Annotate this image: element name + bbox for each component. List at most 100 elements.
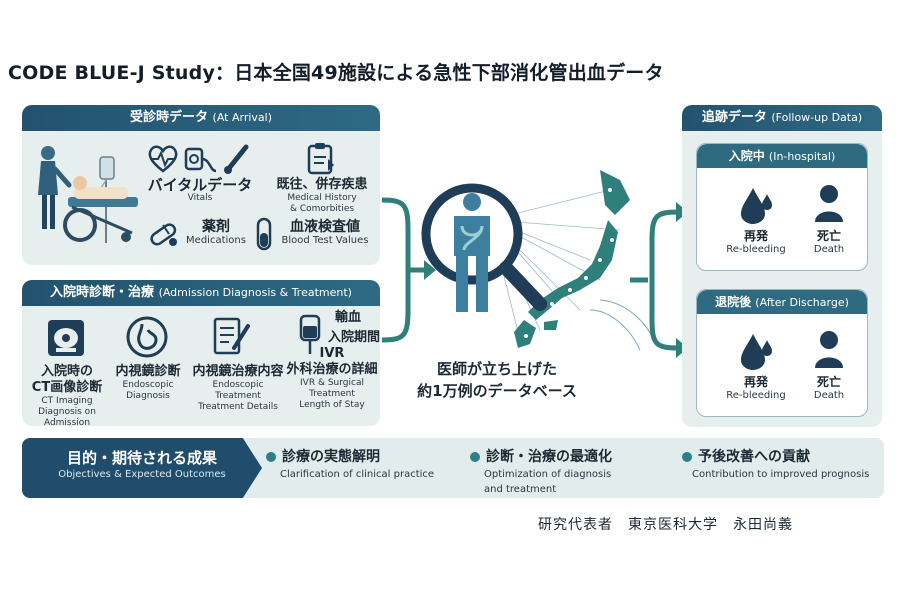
outcome-item: 診断・治療の最適化 Optimization of diagnosis and … [470, 446, 612, 495]
endotx-label: 内視鏡治療内容 Endoscopic Treatment Treatment D… [182, 364, 294, 413]
discharge-rebleed-en: Re-bleeding [726, 390, 786, 401]
stomach-icon [126, 316, 168, 358]
bullet-icon [470, 451, 480, 462]
endotx-en3: Treatment Details [198, 402, 278, 412]
endo-en1: Endoscopic [122, 380, 174, 390]
principal-investigator: 研究代表者 東京医科大学 永田尚義 [538, 517, 793, 533]
admission-head-en: (Admission Diagnosis & Treatment) [158, 286, 352, 299]
blood-drop-icon [741, 188, 772, 224]
ct-en2: Diagnosis on Admission [38, 407, 96, 428]
history-en1: Medical History [287, 193, 357, 203]
inhospital-en: (In-hospital) [768, 150, 836, 163]
endotx-en1: Endoscopic [212, 380, 264, 390]
outcome-en: Clarification of clinical practice [280, 469, 435, 480]
ct-en1: CT Imaging [41, 396, 93, 406]
followup-panel-header: 追跡データ (Follow-up Data) [682, 105, 882, 131]
database-caption: 医師が立ち上げた 約1万例のデータベース [392, 358, 602, 402]
inhospital-death-ja: 死亡 [816, 229, 841, 243]
discharge-rebleed-ja: 再発 [743, 375, 768, 389]
endo-label: 内視鏡診断 Endoscopic Diagnosis [110, 364, 186, 402]
admission-head-ja: 入院時診断・治療 [50, 285, 155, 300]
page-title: CODE BLUE-J Study：日本全国49施設による急性下部消化管出血デー… [8, 62, 664, 84]
discharge-death-en: Death [813, 390, 845, 401]
clipboard-icon [307, 143, 334, 175]
ct-ja2: CT画像診断 [31, 380, 103, 395]
outcome-item: 予後改善への貢献 Contribution to improved progno… [682, 446, 869, 480]
transfusion-ja: 輸血 [334, 310, 361, 325]
discharge-death: 死亡 Death [797, 374, 861, 401]
inhospital-death: 死亡 Death [797, 228, 861, 255]
ivr-en2: Treatment [309, 389, 355, 399]
iv-bag-icon [299, 314, 321, 354]
meds-label: 薬剤 Medications [178, 219, 254, 246]
ct-label: 入院時の CT画像診断 CT Imaging Diagnosis on Admi… [22, 364, 112, 429]
ivr-label: 入院期間 IVR 外科治療の詳細 IVR & Surgical Treatmen… [284, 330, 380, 411]
transfusion-label: 輸血 [322, 310, 374, 326]
admission-panel-header: 入院時診断・治療 (Admission Diagnosis & Treatmen… [22, 280, 380, 306]
blood-en: Blood Test Values [281, 235, 369, 246]
arrival-panel-header: 受診時データ (At Arrival) [22, 105, 380, 131]
endo-en2: Diagnosis [126, 391, 170, 401]
vitals-en: Vitals [187, 193, 213, 203]
history-label: 既往、併存疾患 Medical History & Comorbities [266, 177, 378, 215]
followup-panel: 追跡データ (Follow-up Data) 入院中 (In-hospital)… [682, 105, 882, 427]
pill-icon [150, 223, 177, 246]
endotx-ja: 内視鏡治療内容 [192, 364, 284, 379]
objectives-head-ja: 目的・期待される成果 [66, 449, 217, 467]
blood-ja: 血液検査値 [290, 219, 360, 235]
outcome-en: Optimization of diagnosis [484, 469, 612, 480]
outcome-en2: and treatment [484, 484, 557, 495]
patient-wheelchair-icon [38, 146, 138, 243]
inhospital-rebleed-en: Re-bleeding [726, 244, 786, 255]
ivr-en3: Length of Stay [299, 400, 365, 410]
blood-drop-icon [741, 334, 772, 370]
meds-ja: 薬剤 [202, 219, 230, 235]
history-en2: & Comorbities [289, 204, 355, 214]
ivr-ja1: IVR [319, 346, 345, 361]
ct-ja1: 入院時の [40, 364, 93, 379]
stay-ja: 入院期間 [327, 330, 380, 345]
history-ja: 既往、併存疾患 [276, 177, 368, 192]
bullet-icon [682, 451, 692, 462]
flow-arrows-left [381, 197, 436, 343]
objectives-label: 目的・期待される成果 Objectives & Expected Outcome… [22, 438, 262, 498]
inhospital-rebleed-ja: 再発 [743, 229, 768, 243]
followup-head-en: (Follow-up Data) [771, 111, 863, 124]
ivr-ja2: 外科治療の詳細 [286, 362, 378, 377]
inhospital-box: 入院中 (In-hospital) 再発 Re-bleeding 死亡 Deat… [696, 143, 868, 271]
blood-label: 血液検査値 Blood Test Values [272, 219, 378, 246]
discharge-ja: 退院後 [715, 295, 752, 309]
admission-panel: 入院時診断・治療 (Admission Diagnosis & Treatmen… [22, 280, 380, 429]
outcome-ja: 診療の実態解明 [282, 448, 380, 465]
document-pen-icon [213, 317, 250, 355]
database-line1: 医師が立ち上げた [436, 360, 557, 378]
discharge-header: 退院後 (After Discharge) [697, 290, 867, 314]
inhospital-rebleed: 再発 Re-bleeding [719, 228, 793, 255]
inhospital-ja: 入院中 [728, 149, 765, 163]
test-tube-icon [256, 217, 272, 251]
discharge-death-ja: 死亡 [816, 375, 841, 389]
person-icon [815, 331, 843, 368]
arrival-head-en: (At Arrival) [212, 111, 272, 124]
outcome-item: 診療の実態解明 Clarification of clinical practi… [266, 446, 434, 480]
vitals-ja: バイタルデータ [147, 176, 253, 194]
discharge-rebleed: 再発 Re-bleeding [719, 374, 793, 401]
magnifier-body-icon [421, 183, 547, 312]
arrival-head-ja: 受診時データ [129, 110, 208, 125]
outcome-ja: 診断・治療の最適化 [486, 448, 612, 465]
flow-arrows-right [630, 202, 688, 358]
thermometer-icon [224, 144, 249, 174]
blood-pressure-icon [184, 147, 217, 173]
discharge-box: 退院後 (After Discharge) 再発 Re-bleeding 死亡 … [696, 289, 868, 417]
outcome-ja: 予後改善への貢献 [698, 448, 810, 465]
inhospital-death-en: Death [813, 244, 845, 255]
objectives-head-en: Objectives & Expected Outcomes [58, 469, 226, 480]
heart-pulse-icon [148, 145, 178, 173]
ivr-en1: IVR & Surgical [300, 378, 364, 388]
ct-scan-icon [48, 320, 84, 356]
endotx-en2: Treatment [215, 391, 261, 401]
bullet-icon [266, 451, 276, 462]
discharge-en: (After Discharge) [755, 296, 849, 309]
meds-en: Medications [186, 235, 246, 246]
database-line2: 約1万例のデータベース [417, 382, 577, 400]
